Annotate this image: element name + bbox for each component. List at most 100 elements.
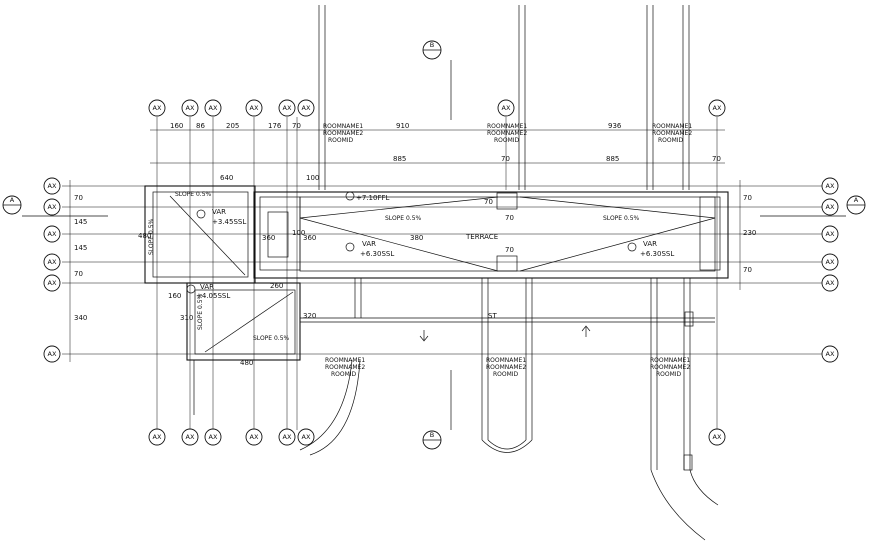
grid-bubbles-top: AX AX AX AX AX AX AX AX — [148, 99, 726, 117]
svg-text:AX: AX — [283, 433, 292, 441]
svg-text:ROOMNAME1: ROOMNAME1 — [650, 357, 690, 364]
svg-text:480: 480 — [240, 359, 253, 367]
svg-text:260: 260 — [270, 282, 283, 290]
svg-text:145: 145 — [74, 244, 87, 252]
svg-text:AX: AX — [48, 279, 57, 287]
svg-text:VAR: VAR — [643, 240, 657, 248]
svg-text:480: 480 — [138, 232, 151, 240]
svg-text:AX: AX — [48, 258, 57, 266]
svg-text:160: 160 — [168, 292, 181, 300]
svg-text:ROOMNAME1: ROOMNAME1 — [652, 123, 692, 130]
svg-text:70: 70 — [743, 194, 752, 202]
svg-text:100: 100 — [306, 174, 319, 182]
svg-text:885: 885 — [393, 155, 406, 163]
top-columns — [318, 5, 690, 190]
grid-lines-horizontal — [62, 185, 822, 355]
svg-text:AX: AX — [48, 230, 57, 238]
svg-text:176: 176 — [268, 122, 282, 130]
svg-text:230: 230 — [743, 229, 756, 237]
grid-lines-vertical — [156, 117, 718, 430]
svg-text:70: 70 — [74, 270, 83, 278]
svg-text:ROOMNAME2: ROOMNAME2 — [652, 130, 692, 137]
room-tag-bottom-left: ROOMNAME1 ROOMNAME2 ROOMID — [325, 357, 365, 378]
svg-text:AX: AX — [302, 433, 311, 441]
section-marker-b-bottom: B — [422, 430, 442, 450]
svg-text:AX: AX — [209, 433, 218, 441]
svg-text:70: 70 — [501, 155, 510, 163]
svg-text:360: 360 — [303, 234, 316, 242]
room-tag-top-center: ROOMNAME1 ROOMNAME2 ROOMID — [323, 123, 363, 144]
svg-text:+7.10FFL: +7.10FFL — [356, 194, 390, 202]
svg-text:+3.45SSL: +3.45SSL — [212, 218, 246, 226]
svg-text:910: 910 — [396, 122, 409, 130]
walkways — [299, 278, 719, 541]
svg-text:AX: AX — [209, 104, 218, 112]
svg-text:AX: AX — [186, 104, 195, 112]
svg-text:AX: AX — [713, 104, 722, 112]
svg-text:ROOMID: ROOMID — [493, 371, 519, 378]
svg-text:160: 160 — [170, 122, 183, 130]
svg-text:ROOMNAME1: ROOMNAME1 — [486, 357, 526, 364]
svg-text:AX: AX — [826, 203, 835, 211]
room-tag-top-right: ROOMNAME1 ROOMNAME2 ROOMID — [652, 123, 692, 144]
svg-text:+6.30SSL: +6.30SSL — [360, 250, 394, 258]
svg-text:ROOMNAME2: ROOMNAME2 — [323, 130, 363, 137]
svg-text:SLOPE 0.5%: SLOPE 0.5% — [603, 215, 640, 222]
svg-text:936: 936 — [608, 122, 622, 130]
left-upper-room — [144, 185, 256, 284]
svg-text:ROOMID: ROOMID — [328, 137, 354, 144]
svg-text:70: 70 — [74, 194, 83, 202]
direction-arrows — [419, 325, 591, 342]
svg-text:ROOMNAME1: ROOMNAME1 — [323, 123, 363, 130]
svg-text:70: 70 — [505, 214, 514, 222]
grid-bubbles-right: AX AX AX AX AX AX — [821, 177, 839, 363]
grid-bubbles-bottom: AX AX AX AX AX AX AX — [148, 428, 726, 446]
svg-text:640: 640 — [220, 174, 233, 182]
svg-text:AX: AX — [826, 230, 835, 238]
svg-text:360: 360 — [262, 234, 275, 242]
svg-text:AX: AX — [826, 350, 835, 358]
dimension-labels-misc: 360 100 360 380 160 310 260 480 320 70 7… — [168, 198, 514, 367]
svg-text:AX: AX — [186, 433, 195, 441]
left-lower-room — [186, 282, 301, 415]
svg-text:AX: AX — [48, 203, 57, 211]
svg-text:AX: AX — [826, 258, 835, 266]
dimension-labels-top: 160 86 205 176 70 910 936 — [170, 122, 622, 130]
svg-text:SLOPE 0.5%: SLOPE 0.5% — [253, 335, 290, 342]
svg-text:ST: ST — [488, 312, 497, 320]
svg-text:310: 310 — [180, 314, 193, 322]
svg-text:A: A — [10, 196, 15, 204]
svg-text:ROOMID: ROOMID — [494, 137, 520, 144]
svg-text:B: B — [430, 431, 434, 439]
svg-text:AX: AX — [283, 104, 292, 112]
svg-text:VAR: VAR — [212, 208, 226, 216]
section-marker-a-left: A — [2, 195, 108, 217]
svg-text:AX: AX — [48, 182, 57, 190]
svg-text:SLOPE 0.5%: SLOPE 0.5% — [385, 215, 422, 222]
svg-text:AX: AX — [302, 104, 311, 112]
grid-bubbles-left: AX AX AX AX AX AX — [43, 177, 61, 363]
room-tag-top-mid: ROOMNAME1 ROOMNAME2 ROOMID — [487, 123, 527, 144]
svg-text:SLOPE 0.5%: SLOPE 0.5% — [197, 293, 204, 330]
svg-text:SLOPE 0.5%: SLOPE 0.5% — [175, 191, 212, 198]
svg-text:70: 70 — [505, 246, 514, 254]
svg-text:ROOMNAME1: ROOMNAME1 — [325, 357, 365, 364]
svg-text:VAR: VAR — [200, 283, 214, 291]
svg-text:ROOMNAME2: ROOMNAME2 — [487, 130, 527, 137]
svg-text:VAR: VAR — [362, 240, 376, 248]
svg-text:885: 885 — [606, 155, 619, 163]
svg-text:ROOMNAME1: ROOMNAME1 — [487, 123, 527, 130]
svg-text:ROOMID: ROOMID — [656, 371, 682, 378]
svg-text:100: 100 — [292, 229, 305, 237]
svg-text:ROOMID: ROOMID — [331, 371, 357, 378]
svg-text:ROOMNAME2: ROOMNAME2 — [325, 364, 365, 371]
svg-text:AX: AX — [826, 279, 835, 287]
svg-text:SLOPE 0.5%: SLOPE 0.5% — [148, 218, 155, 255]
level-annotations: VAR +3.45SSL VAR +4.05SSL VAR +6.30SSL V… — [186, 191, 674, 300]
svg-text:AX: AX — [502, 104, 511, 112]
section-marker-a-right: A — [760, 195, 866, 217]
svg-text:205: 205 — [226, 122, 239, 130]
svg-text:70: 70 — [292, 122, 301, 130]
notes: SLOPE 0.5% SLOPE 0.5% SLOPE 0.5% SLOPE 0… — [148, 191, 640, 342]
